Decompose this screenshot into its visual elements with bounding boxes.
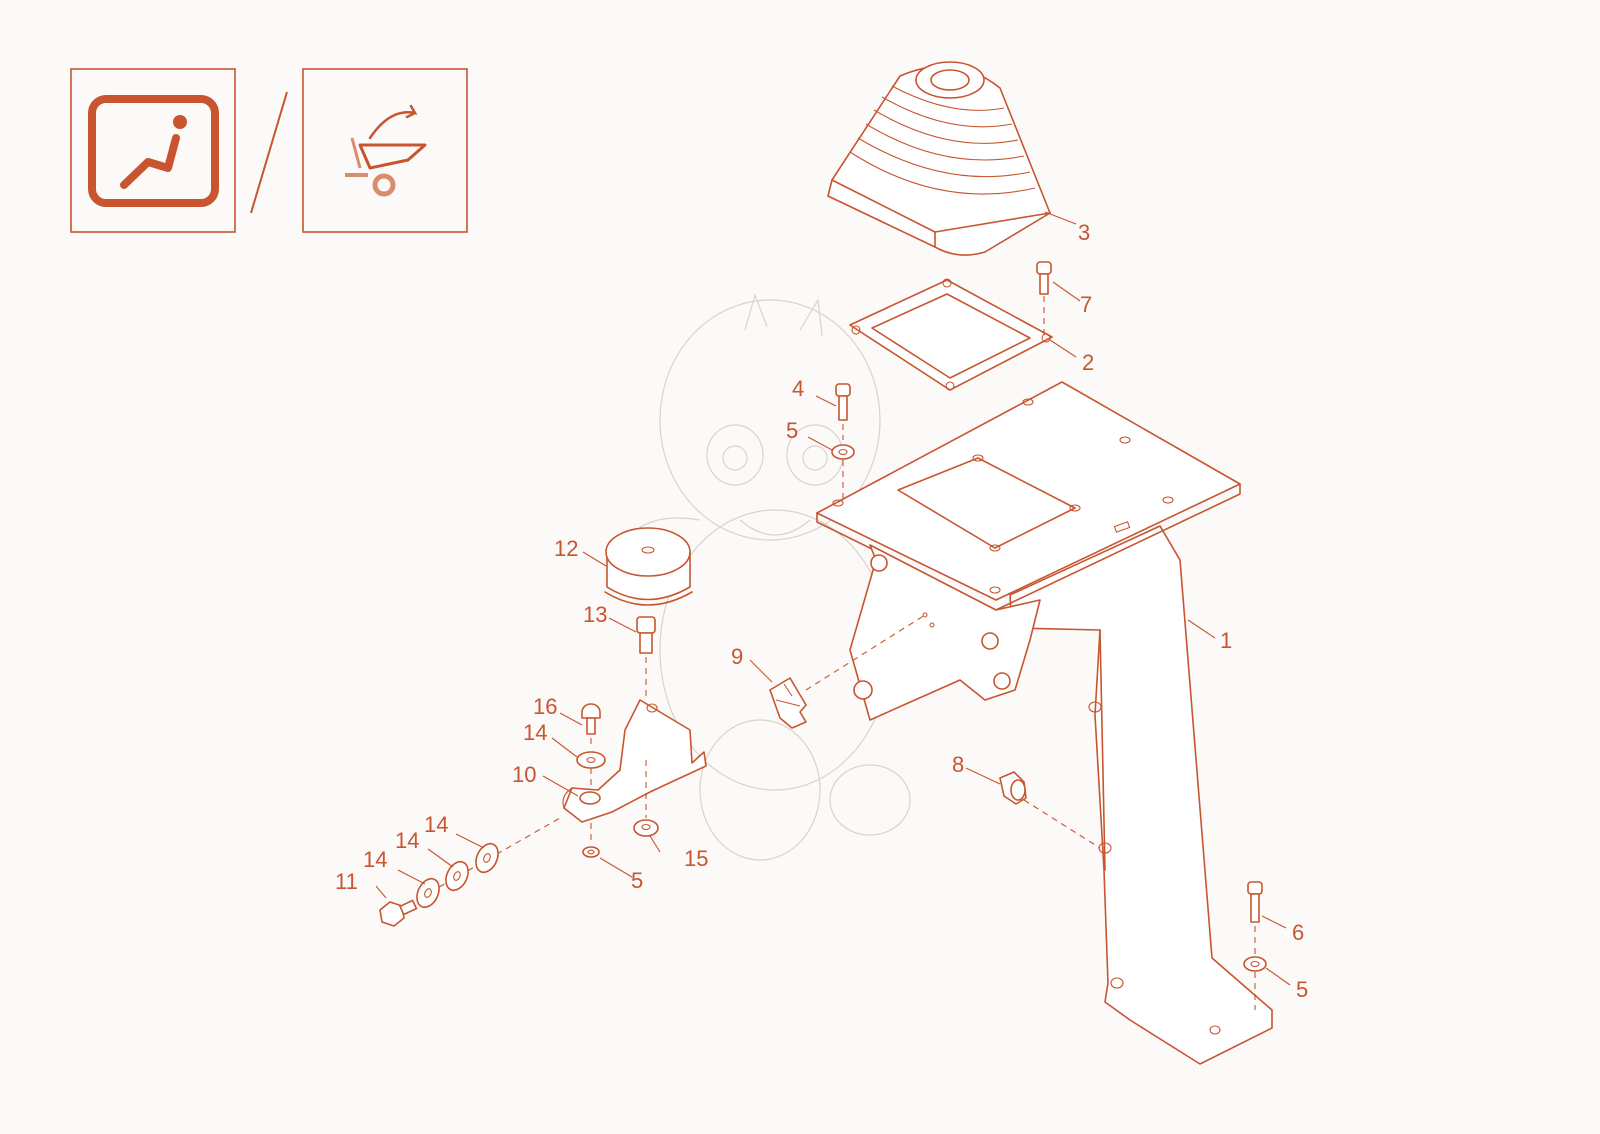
callout-12: 12 <box>554 536 578 561</box>
part-4-screw <box>835 383 851 440</box>
callout-16: 16 <box>533 694 557 719</box>
part-8-fitting <box>999 771 1101 849</box>
part-5-washer-top <box>831 444 855 500</box>
part-1-bracket <box>816 381 1273 1065</box>
part-10-lever <box>562 699 707 823</box>
callout-15: 15 <box>684 846 708 871</box>
part-15-nut <box>633 760 659 837</box>
callout-1: 1 <box>1220 628 1232 653</box>
part-5-washer-bottom <box>1243 956 1267 1010</box>
part-13-stud <box>636 616 656 700</box>
callout-10: 10 <box>512 762 536 787</box>
callout-3: 3 <box>1078 220 1090 245</box>
callout-13: 13 <box>583 602 607 627</box>
part-7-screw <box>1036 261 1052 338</box>
callout-14-d: 14 <box>363 847 387 872</box>
callout-labels: 3 7 2 1 4 5 12 13 9 8 16 14 10 15 5 14 1… <box>335 220 1308 1002</box>
leader-lines <box>375 211 1291 986</box>
callout-4: 4 <box>792 376 804 401</box>
callout-14-b: 14 <box>424 812 448 837</box>
callout-6: 6 <box>1292 920 1304 945</box>
operator-seat-icon <box>70 68 236 233</box>
callout-11: 11 <box>335 869 358 894</box>
callout-9: 9 <box>731 644 743 669</box>
part-12-damper <box>604 527 693 606</box>
callout-5-top: 5 <box>786 418 798 443</box>
callout-8: 8 <box>952 752 964 777</box>
callout-7: 7 <box>1080 292 1092 317</box>
part-9-switch <box>769 614 926 729</box>
separator-slash <box>250 91 288 214</box>
part-16-bolt <box>581 703 601 748</box>
wheelbarrow-dump-icon <box>302 68 468 233</box>
callout-14-a: 14 <box>523 720 547 745</box>
part-6-screw <box>1247 881 1263 956</box>
callout-2: 2 <box>1082 350 1094 375</box>
part-2-gasket <box>849 278 1053 391</box>
callout-5-bottom: 5 <box>1296 977 1308 1002</box>
part-14-washer-a <box>576 751 606 790</box>
callout-5-lever: 5 <box>631 868 643 893</box>
part-3-boot <box>827 61 1051 256</box>
part-14-washers-row <box>416 842 499 909</box>
part-5-washer-lever <box>582 823 600 858</box>
callout-14-c: 14 <box>395 828 419 853</box>
